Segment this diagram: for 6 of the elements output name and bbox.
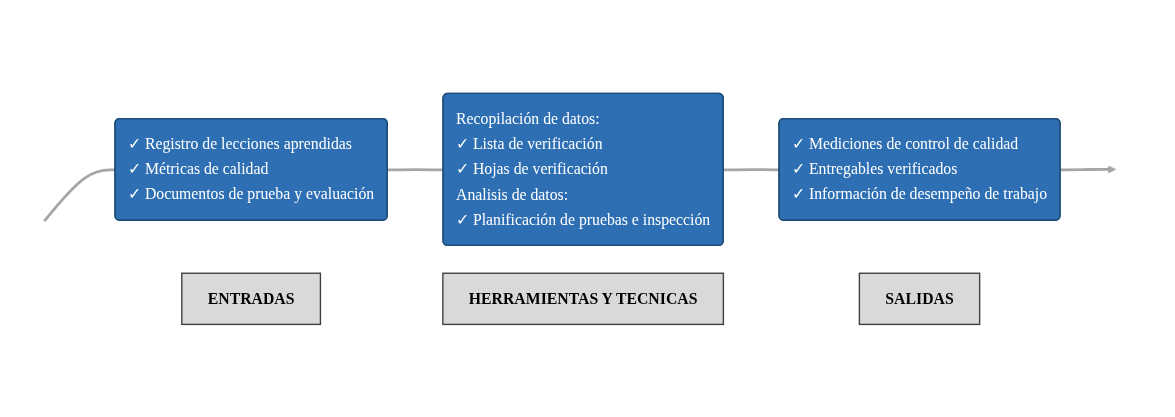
connector	[723, 167, 780, 171]
node-box: HERRAMIENTAS Y TECNICAS	[442, 272, 725, 325]
node-box: ENTRADAS	[181, 272, 322, 325]
node-box: SALIDAS	[858, 272, 981, 325]
connector	[387, 167, 444, 171]
arrow	[1060, 164, 1116, 174]
